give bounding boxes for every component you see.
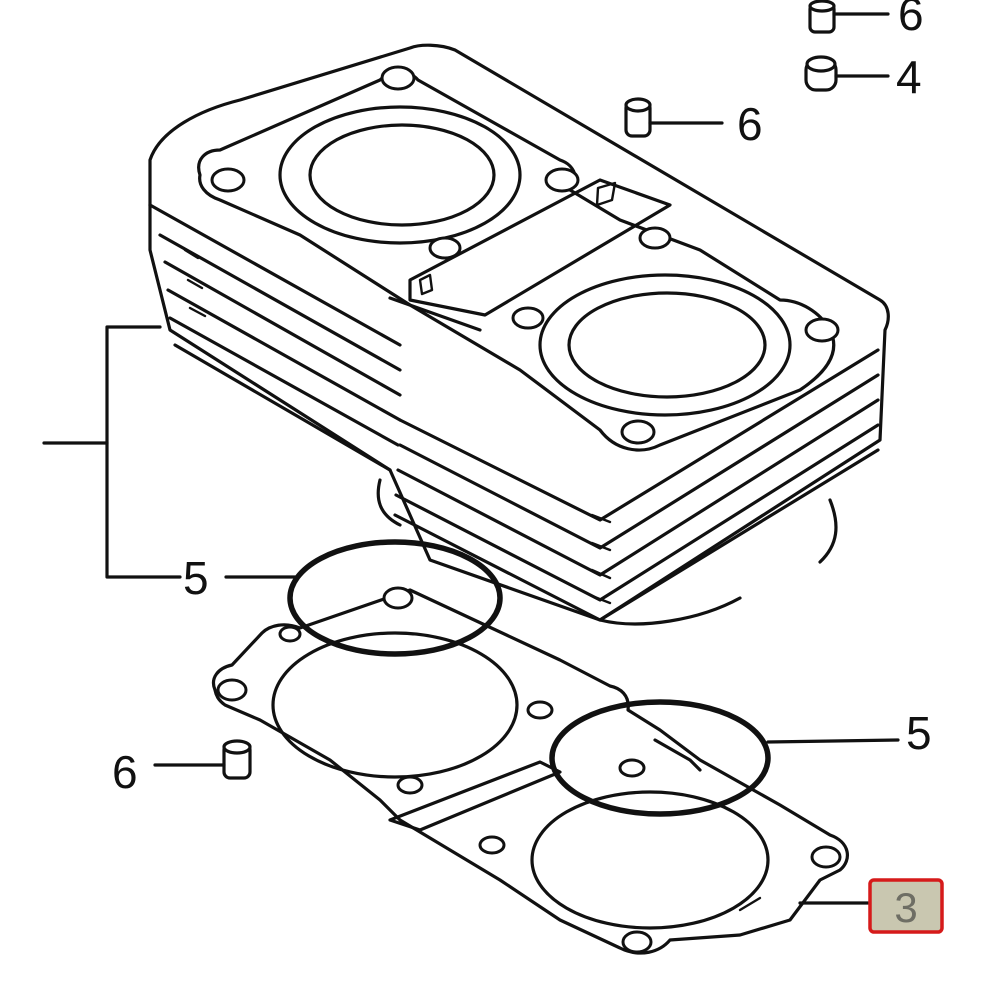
highlight-callout-gasket[interactable]: 3	[868, 878, 944, 934]
callout-top-oring: 4	[896, 51, 922, 103]
lower-dowel	[153, 739, 252, 780]
left-fins	[148, 203, 402, 472]
callout-upper-dowel: 6	[737, 98, 763, 150]
highlight-box	[868, 878, 944, 934]
top-oring	[804, 55, 890, 92]
right-oring	[549, 699, 900, 817]
top-dowel	[808, 0, 890, 34]
callout-right-oring: 5	[906, 707, 932, 759]
callout-left-oring: 5	[183, 552, 209, 604]
left-oring	[287, 539, 503, 657]
cylinder-block	[148, 43, 890, 626]
callout-top-dowel: 6	[898, 0, 924, 40]
callout-lower-dowel: 6	[112, 746, 138, 798]
assembly-bracket	[42, 325, 297, 579]
callout-gasket: 3	[894, 884, 917, 931]
upper-dowel	[624, 97, 724, 138]
cylinder-base-gasket	[211, 586, 870, 955]
